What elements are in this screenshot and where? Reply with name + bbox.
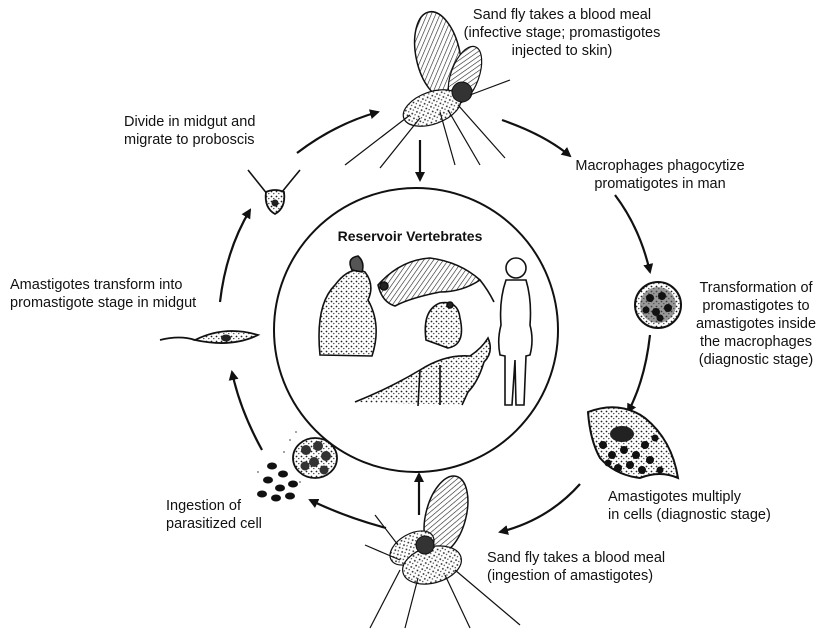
label-macrophages: Macrophages phagocytize promatigotes in … <box>560 157 760 193</box>
arrow-transformation-to-multiply <box>628 335 650 412</box>
arrow-divide-to-sandfly <box>297 112 378 153</box>
dividing-promastigote-icon <box>248 170 300 214</box>
reservoir-animals <box>319 256 532 406</box>
arrow-macrophages-to-transformation <box>615 195 650 272</box>
parasitized-cell-icon <box>257 431 337 502</box>
label-transformation: Transformation of promastigotes to amast… <box>688 279 824 369</box>
promastigote-left-icon <box>160 331 258 343</box>
arrow-sandfly-to-macrophages <box>502 120 570 156</box>
arrow-sandfly-to-ingestion <box>310 500 386 528</box>
fox-icon <box>355 338 490 406</box>
rodent-icon <box>425 302 461 348</box>
wild-cat-icon <box>378 258 494 306</box>
label-sandfly-bottom: Sand fly takes a blood meal (ingestion o… <box>487 549 697 585</box>
label-ingestion: Ingestion of parasitized cell <box>166 497 296 533</box>
infected-cell-icon <box>588 407 678 478</box>
dog-icon <box>319 256 376 356</box>
macrophage-round-icon <box>635 282 681 328</box>
human-figure-icon <box>499 258 532 405</box>
label-multiply: Amastigotes multiply in cells (diagnosti… <box>608 488 808 524</box>
label-divide: Divide in midgut and migrate to probosci… <box>124 113 294 149</box>
arrow-ingestion-to-amastigotes <box>232 372 262 450</box>
arrow-multiply-to-sandfly-bottom <box>500 484 580 532</box>
reservoir-title: Reservoir Vertebrates <box>330 228 490 244</box>
label-sandfly-top: Sand fly takes a blood meal (infective s… <box>452 6 672 60</box>
label-amastigotes-transform: Amastigotes transform into promastigote … <box>10 276 225 312</box>
